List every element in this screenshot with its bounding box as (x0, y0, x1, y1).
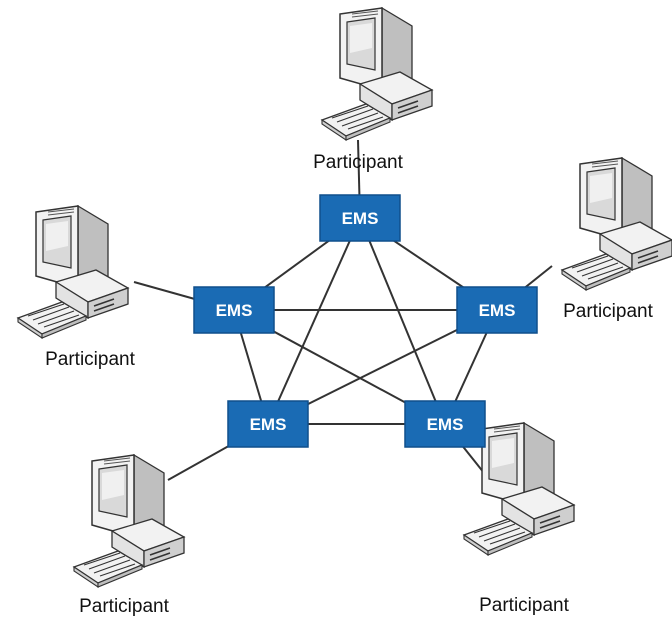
ems-label: EMS (342, 209, 379, 228)
ems-node-top: EMS (319, 194, 401, 242)
participant-label-top: Participant (313, 152, 403, 173)
ems-link-top-bottom-left (267, 217, 361, 425)
ems-box (193, 286, 275, 334)
ems-label: EMS (250, 415, 287, 434)
ems-label: EMS (216, 301, 253, 320)
ems-box (456, 286, 538, 334)
participant-label-bottom-right: Participant (479, 595, 569, 616)
participants-layer (17, 7, 672, 588)
computer-icon (561, 157, 672, 291)
ems-node-bottom-right: EMS (404, 400, 486, 448)
computer-icon (321, 7, 433, 141)
participant-label-right: Participant (563, 301, 653, 322)
ems-node-right: EMS (456, 286, 538, 334)
ems-node-bottom-left: EMS (227, 400, 309, 448)
labels-layer: ParticipantParticipantParticipantPartici… (45, 152, 653, 617)
ems-layer: EMS EMS EMS EMS EMS (193, 194, 538, 448)
participant-label-bottom-left: Participant (79, 596, 169, 617)
ems-link-top-bottom-right (359, 217, 446, 425)
ems-label: EMS (427, 415, 464, 434)
ems-node-left: EMS (193, 286, 275, 334)
ems-box (319, 194, 401, 242)
computer-icon (73, 454, 185, 588)
ems-box (404, 400, 486, 448)
ems-box (227, 400, 309, 448)
ems-label: EMS (479, 301, 516, 320)
participant-label-left: Participant (45, 349, 135, 370)
computer-icon (17, 205, 129, 339)
